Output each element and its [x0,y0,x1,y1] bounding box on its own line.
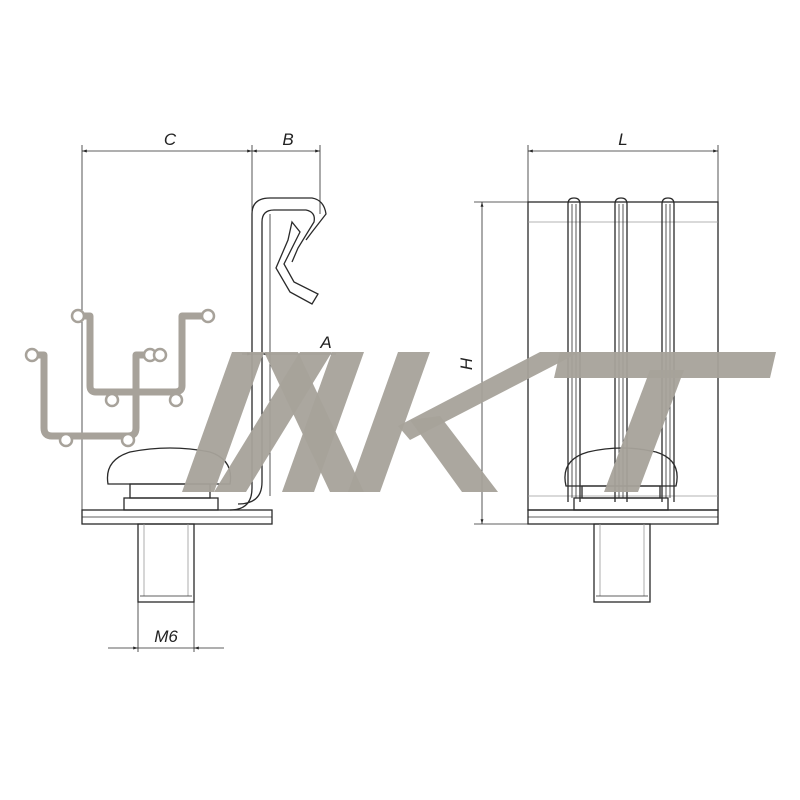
dim-c-label: C [164,130,177,149]
dim-m6-label: M6 [154,627,178,646]
cable-tray-logo-icon [24,308,216,448]
dim-b-label: B [282,130,293,149]
dim-l-label: L [618,130,627,149]
side-clip-inner [237,209,315,505]
side-screw-head [106,447,232,485]
side-screw-shank [137,523,195,603]
dim-h-label: H [457,357,476,370]
side-washer-lower [123,497,219,511]
ikt-logo-letters [182,352,776,492]
front-rib-3 [661,197,675,502]
front-screw-shank [593,523,651,603]
front-view: L H [457,130,719,603]
front-washer-lower [573,497,669,511]
watermark [24,308,776,492]
front-rib-1 [567,197,581,502]
side-spring-tongue [275,220,319,305]
dim-a-label: A [319,333,331,352]
